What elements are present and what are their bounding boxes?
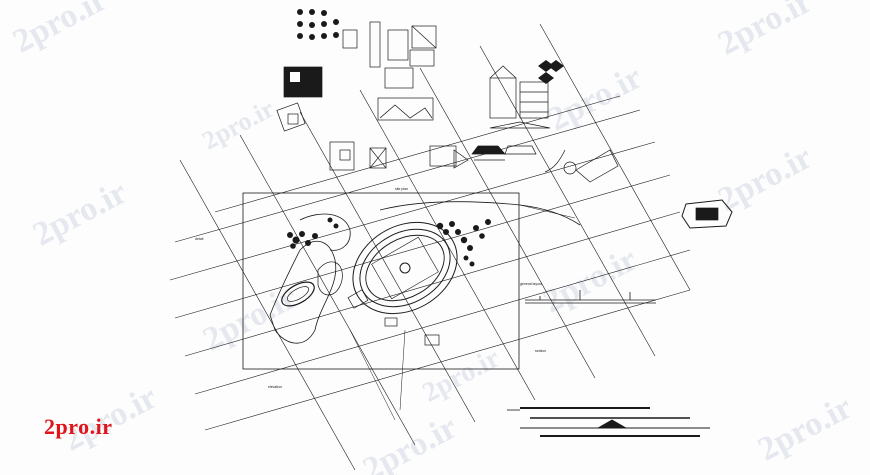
landscape-path [269, 240, 337, 344]
label-general-layout: general layout [520, 282, 542, 286]
label-elevation: elevation [268, 385, 282, 389]
access-road [379, 201, 581, 226]
label-detail: detail [195, 237, 204, 241]
tree-clusters [287, 217, 491, 267]
site-frame [242, 192, 520, 370]
label-section: section [535, 349, 546, 353]
site-grid [169, 23, 691, 471]
section-drawings [507, 290, 710, 437]
site-logo[interactable]: 2pro.ir [44, 414, 113, 439]
label-site-plan: site plan [395, 187, 408, 191]
secondary-track [281, 281, 315, 307]
detail-drawings [276, 9, 733, 229]
